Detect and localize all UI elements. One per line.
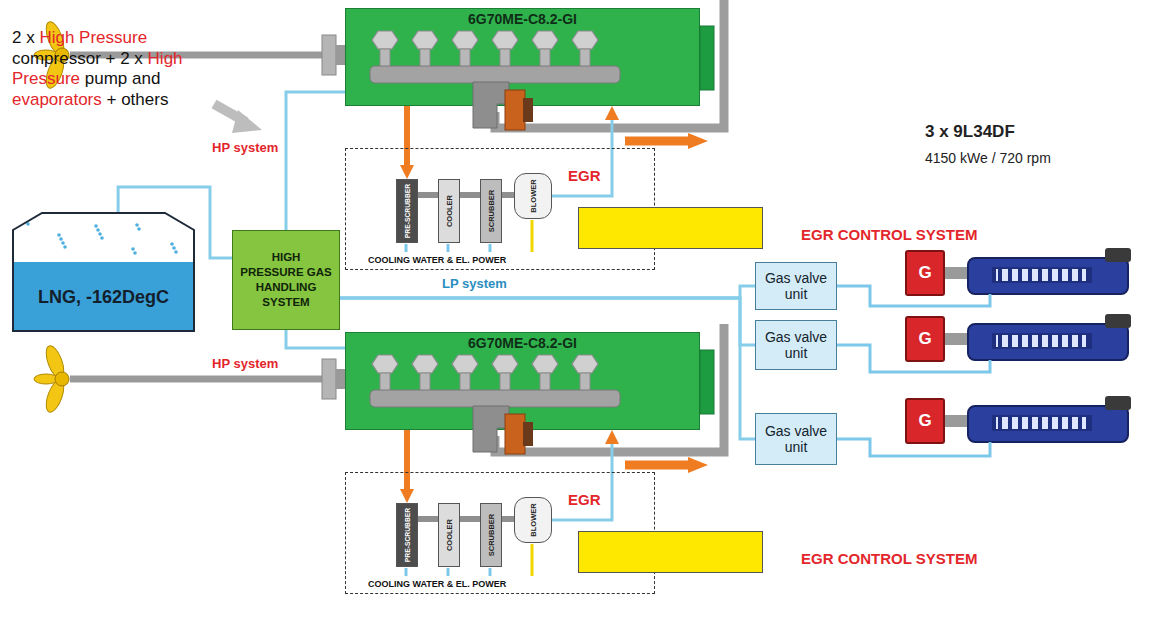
line-label: HP system <box>210 356 280 371</box>
node-label: LNG, -162DegC <box>38 287 169 308</box>
node-label: EGR CONTROL SYSTEM <box>801 550 977 568</box>
main-engine: 6G70ME-C8.2-GI <box>345 332 700 430</box>
generator-box: G <box>905 316 945 362</box>
egr-gas-arrow <box>404 430 410 489</box>
cooler-box: COOLER <box>438 179 460 243</box>
unit-title: EGR <box>568 167 601 184</box>
control-box: EGR CONTROL SYSTEM <box>578 531 763 573</box>
line-label: LP system <box>440 276 509 291</box>
cooler-box: COOLER <box>438 503 460 567</box>
scrubber-box: SCRUBBER <box>480 503 502 567</box>
note-text: High Pressure <box>39 28 147 47</box>
node-label: Gas valve unit <box>759 270 833 302</box>
node-label: COOLER <box>445 195 454 227</box>
gas-line <box>286 330 345 348</box>
pre-scrubber-box: PRE-SCRUBBER <box>396 503 418 567</box>
supply-note: COOLING WATER & EL. POWER <box>368 255 506 265</box>
pre-scrubber-box: PRE-SCRUBBER <box>396 179 418 243</box>
note-text: evaporators <box>12 90 102 109</box>
egr-return-line <box>552 120 612 196</box>
node-label: 6G70ME-C8.2-GI <box>468 11 577 27</box>
control-box: EGR CONTROL SYSTEM <box>578 207 763 249</box>
note-text: pump and <box>85 69 161 88</box>
egr-pipe <box>418 516 438 522</box>
supply-note: COOLING WATER & EL. POWER <box>368 579 506 589</box>
equipment-note: 2 x High Pressure compressor + 2 x High … <box>12 28 227 111</box>
main-engine: 6G70ME-C8.2-GI <box>345 8 700 106</box>
generator-box: G <box>905 250 945 296</box>
egr-unit: EGR COOLING WATER & EL. POWER PRE-SCRUBBER… <box>345 472 655 594</box>
node-label: BLOWER <box>529 179 538 212</box>
node-label: COOLER <box>445 519 454 551</box>
note-text: compressor + 2 x <box>12 49 143 68</box>
node-label: Gas valve unit <box>759 423 833 455</box>
note-text: + others <box>107 90 169 109</box>
node-label: PRE-SCRUBBER <box>404 184 411 238</box>
lng-tank: LNG, -162DegC <box>12 212 195 332</box>
egr-unit: EGR COOLING WATER & EL. POWER PRE-SCRUBBER… <box>345 148 655 270</box>
gas-valve-unit: Gas valve unit <box>755 413 837 465</box>
node-label: SCRUBBER <box>487 514 496 557</box>
node-label: EGR CONTROL SYSTEM <box>801 226 977 244</box>
node-label: G <box>918 411 931 431</box>
node-label: SCRUBBER <box>487 190 496 233</box>
node-label: G <box>918 329 931 349</box>
blower-box: BLOWER <box>514 497 552 543</box>
gas-line <box>340 286 755 298</box>
generator-box: G <box>905 398 945 444</box>
scrubber-box: SCRUBBER <box>480 179 502 243</box>
node-label: 6G70ME-C8.2-GI <box>468 335 577 351</box>
egr-pipe <box>460 516 480 522</box>
gas-handling-box: HIGH PRESSURE GAS HANDLING SYSTEM <box>232 230 340 330</box>
gas-valve-unit: Gas valve unit <box>755 320 837 370</box>
egr-pipe <box>502 516 514 522</box>
tank-outline <box>12 212 195 332</box>
engine-drawing <box>345 8 725 138</box>
egr-gas-arrow <box>404 106 410 165</box>
egr-pipe <box>418 192 438 198</box>
genset-rating: 4150 kWe / 720 rpm <box>925 150 1051 166</box>
egr-pipe <box>460 192 480 198</box>
egr-return-line <box>552 444 612 520</box>
node-label: BLOWER <box>529 503 538 536</box>
egr-pipe <box>502 192 514 198</box>
node-label: HIGH PRESSURE GAS HANDLING SYSTEM <box>239 250 333 310</box>
node-label: G <box>918 263 931 283</box>
node-label: Gas valve unit <box>759 329 833 361</box>
note-text: 2 x <box>12 28 35 47</box>
gas-line <box>286 92 345 230</box>
engine-drawing <box>345 332 725 462</box>
genset-title: 3 x 9L34DF <box>925 122 1015 142</box>
node-label: PRE-SCRUBBER <box>404 508 411 562</box>
blower-box: BLOWER <box>514 173 552 219</box>
gas-valve-unit: Gas valve unit <box>755 262 837 310</box>
unit-title: EGR <box>568 491 601 508</box>
line-label: HP system <box>210 140 280 155</box>
